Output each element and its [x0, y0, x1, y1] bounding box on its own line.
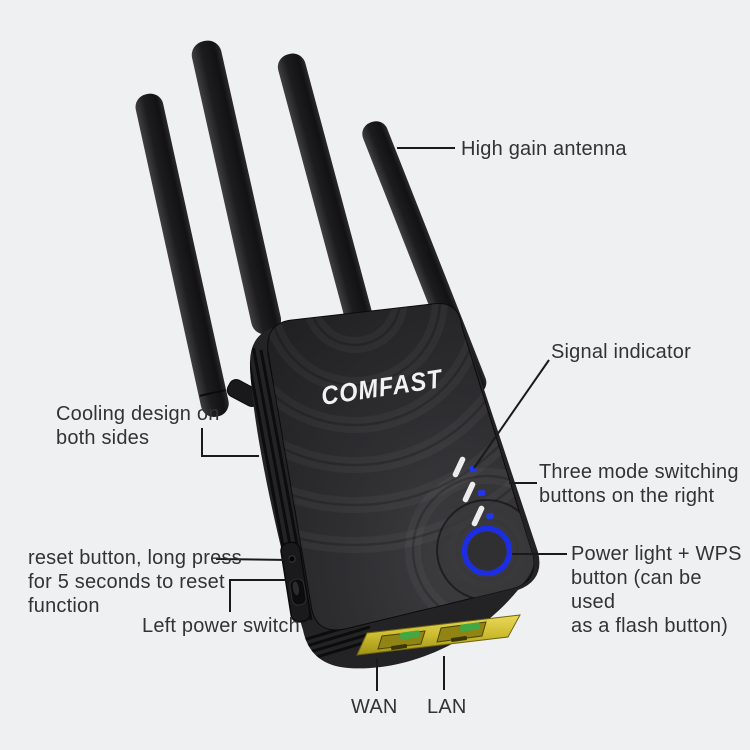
lan-port-tab: [459, 622, 481, 632]
callout-line-signal-indicator: [473, 359, 550, 469]
label-power-wps-button: Power light + WPS button (can be used as…: [571, 543, 742, 637]
antenna-far-left: [135, 93, 229, 417]
antenna-mid-right: [277, 53, 373, 331]
antenna-mid-left: [191, 40, 282, 335]
ripple-texture: [267, 303, 534, 630]
label-three-mode-buttons: Three mode switching buttons on the righ…: [539, 461, 739, 507]
signal-indicator-bars: [452, 456, 485, 527]
callout-line-left-power-switch: [229, 579, 288, 612]
label-high-gain-antenna: High gain antenna: [461, 138, 627, 160]
power-wps-button: [467, 531, 507, 571]
label-cooling-design: Cooling design on both sides: [56, 403, 220, 449]
callout-line-reset: [215, 558, 291, 561]
ethernet-ports: [356, 614, 521, 656]
label-lan-port: LAN: [427, 696, 467, 718]
label-wan-port: WAN: [351, 696, 398, 718]
label-left-power-switch: Left power switch: [142, 615, 300, 637]
power-wps-ring: [461, 525, 513, 577]
power-switch-knob: [289, 578, 307, 606]
label-reset-button: reset button, long press for 5 seconds t…: [28, 547, 242, 617]
label-signal-indicator: Signal indicator: [551, 341, 691, 363]
signal-indicator-leds: [469, 465, 494, 520]
wan-port-tab: [399, 630, 421, 640]
callout-line-cooling: [201, 428, 259, 457]
